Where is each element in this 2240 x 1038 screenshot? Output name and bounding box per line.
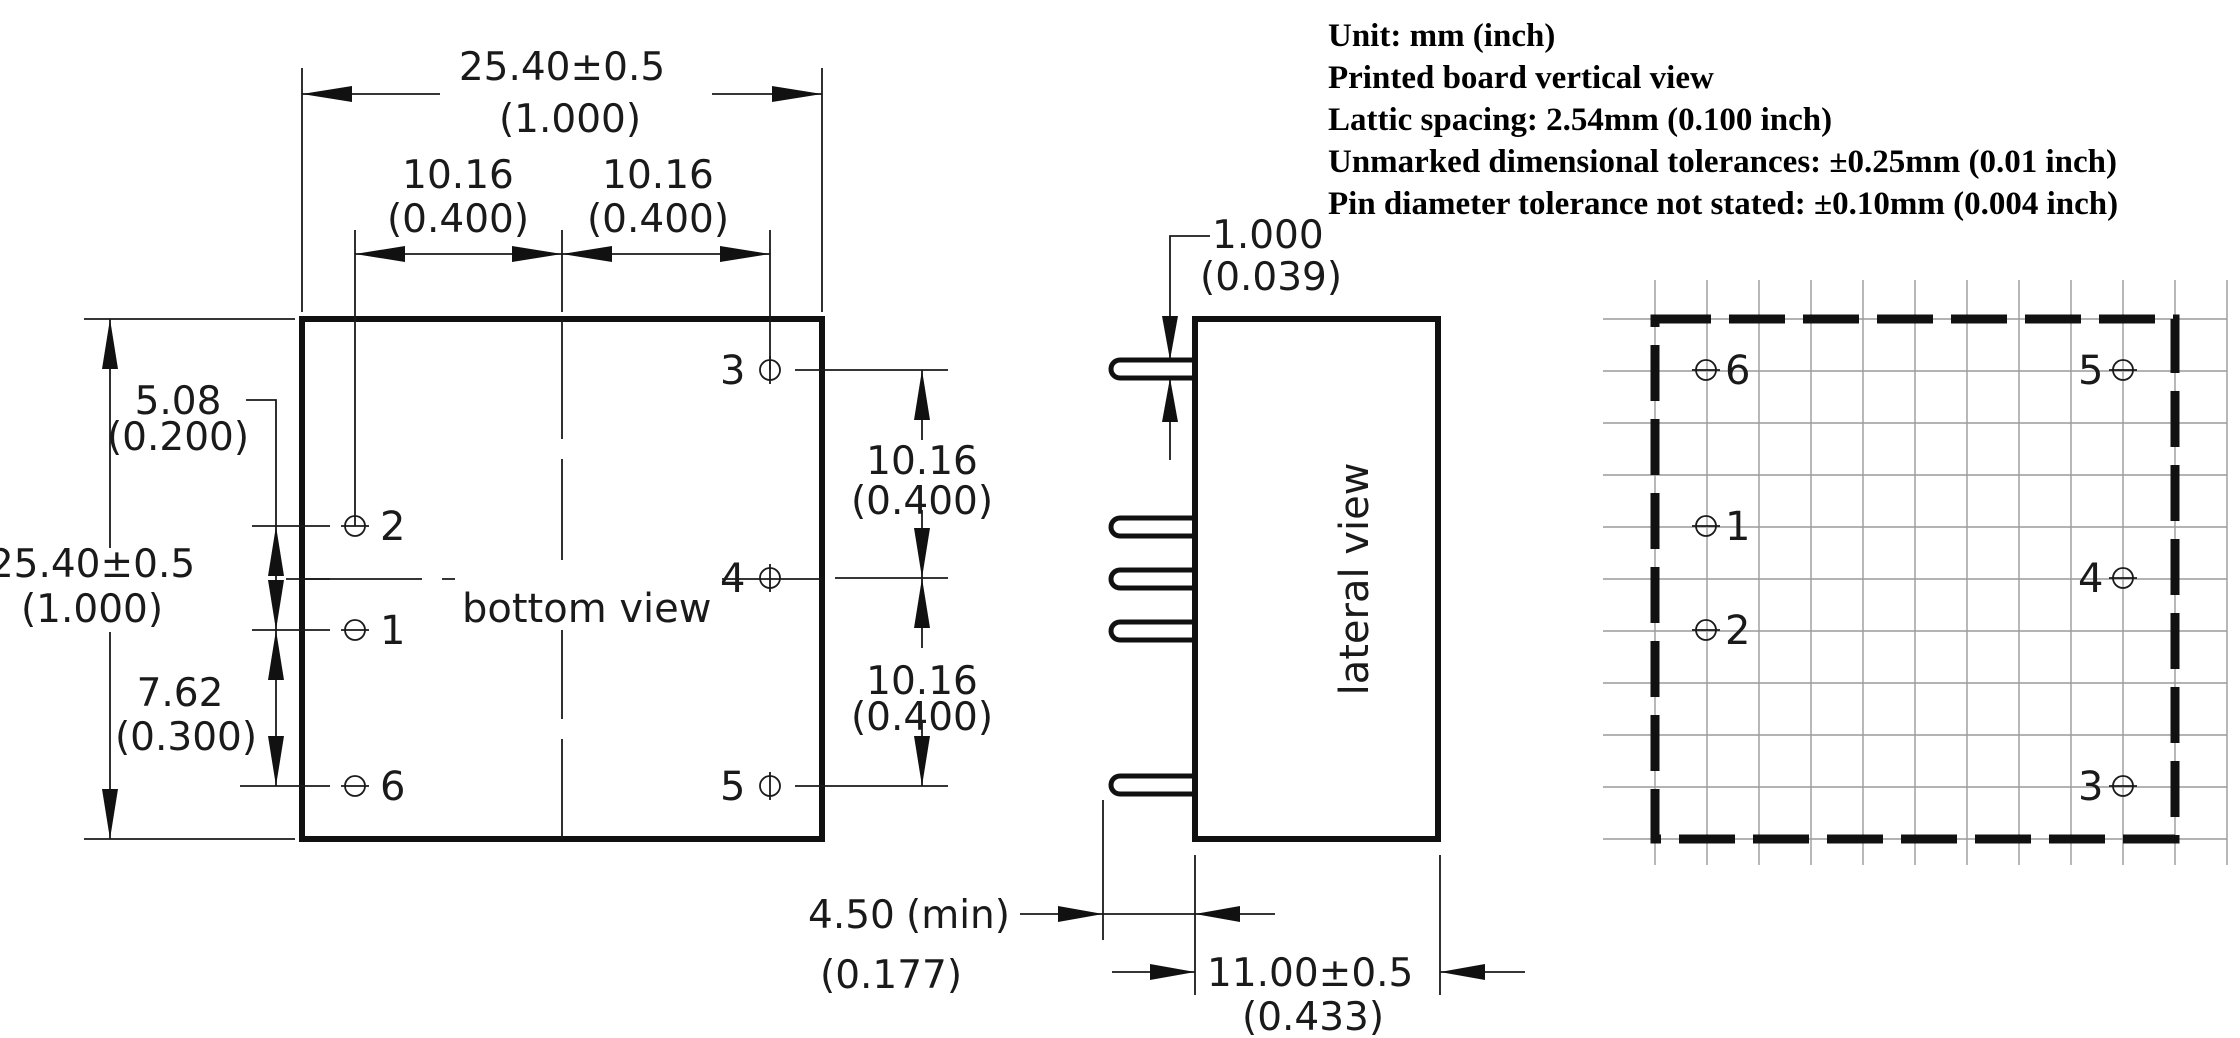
board-pin-4: 4 bbox=[2078, 556, 2137, 602]
pin-label: 4 bbox=[2078, 556, 2103, 602]
leader-line bbox=[246, 399, 277, 526]
arrow bbox=[1440, 964, 1485, 980]
pin-label: 3 bbox=[720, 348, 745, 394]
arrow bbox=[914, 528, 930, 578]
pin-3: 3 bbox=[720, 348, 781, 394]
bottom-view-label: bottom view bbox=[462, 586, 712, 632]
lateral-view-outline bbox=[1192, 316, 1441, 842]
dim-height-in: (1.000) bbox=[21, 587, 163, 632]
dim-width-in: (1.000) bbox=[499, 97, 641, 142]
dim-half-right-in: (0.400) bbox=[587, 197, 729, 242]
arrow bbox=[268, 580, 284, 630]
arrow bbox=[102, 319, 118, 369]
pin-leg bbox=[1108, 619, 1198, 643]
lateral-view: lateral view 1.000 (0.039) 4.50 (min) (0… bbox=[808, 213, 1525, 1038]
board-outline bbox=[1650, 314, 2180, 844]
pin-label: 2 bbox=[380, 504, 405, 550]
arrow bbox=[914, 370, 930, 420]
dim-pin-len-in: (0.177) bbox=[820, 953, 962, 998]
dim-half-left-in: (0.400) bbox=[387, 197, 529, 242]
dim-pin-len-suffix: (min) bbox=[906, 893, 1010, 938]
arrow bbox=[720, 246, 770, 262]
pin-label: 1 bbox=[380, 608, 405, 654]
arrow bbox=[1058, 906, 1103, 922]
bottom-view: bottom view 25.40±0.5 (1.000) 10.16 (0.4… bbox=[0, 45, 993, 842]
arrow bbox=[914, 578, 930, 628]
dim-pin-dia-mm: 1.000 bbox=[1212, 213, 1324, 258]
arrow bbox=[102, 789, 118, 839]
note-unit: Unit: mm (inch) bbox=[1328, 18, 1555, 54]
pin-leg bbox=[1108, 567, 1198, 591]
pin-leg bbox=[1108, 773, 1198, 797]
pin-label: 5 bbox=[720, 764, 745, 810]
dim-depth-in: (0.433) bbox=[1242, 995, 1384, 1038]
dim-height-mm: 25.40±0.5 bbox=[0, 542, 195, 587]
arrow bbox=[512, 246, 562, 262]
label-knockout bbox=[455, 560, 720, 630]
arrow bbox=[268, 526, 284, 576]
arrow bbox=[1162, 316, 1178, 360]
note-lattice: Lattic spacing: 2.54mm (0.100 inch) bbox=[1328, 102, 1832, 138]
dim-right-upper-in: (0.400) bbox=[851, 479, 993, 524]
dim-half-left-mm: 10.16 bbox=[402, 153, 514, 198]
pin-label: 5 bbox=[2078, 348, 2103, 394]
arrow bbox=[268, 630, 284, 680]
dim-depth-mm: 11.00±0.5 bbox=[1207, 951, 1413, 996]
dim-width-mm: 25.40±0.5 bbox=[459, 45, 665, 90]
dim-right-lower-in: (0.400) bbox=[851, 695, 993, 740]
pin-6: 6 bbox=[341, 764, 405, 810]
pin-label: 6 bbox=[1725, 348, 1750, 394]
board-pin-1: 1 bbox=[1692, 504, 1750, 550]
dim-pin-gap-small-mm: 5.08 bbox=[135, 379, 222, 424]
arrow bbox=[772, 86, 822, 102]
arrow bbox=[914, 736, 930, 786]
arrow bbox=[1150, 964, 1195, 980]
arrow bbox=[1195, 906, 1240, 922]
pin-leg bbox=[1108, 357, 1198, 381]
note-board-view: Printed board vertical view bbox=[1328, 60, 1714, 96]
dim-pin-gap-large-mm: 7.62 bbox=[137, 671, 224, 716]
note-unmarked-tolerance: Unmarked dimensional tolerances: ±0.25mm… bbox=[1328, 144, 2117, 180]
pin-4: 4 bbox=[720, 556, 781, 602]
dim-half-right-mm: 10.16 bbox=[602, 153, 714, 198]
pin-leg bbox=[1108, 515, 1198, 539]
pin-2: 2 bbox=[341, 504, 405, 550]
board-pin-6: 6 bbox=[1692, 348, 1750, 394]
arrow bbox=[302, 86, 352, 102]
notes-block: Unit: mm (inch) Printed board vertical v… bbox=[1328, 18, 2118, 222]
pin-label: 6 bbox=[380, 764, 405, 810]
pin-label: 1 bbox=[1725, 504, 1750, 550]
pin-5: 5 bbox=[720, 764, 781, 810]
dim-pin-len-mm: 4.50 bbox=[808, 893, 895, 938]
pin-1: 1 bbox=[341, 608, 405, 654]
dim-pin-gap-small-in: (0.200) bbox=[107, 415, 249, 460]
pin-label: 3 bbox=[2078, 764, 2103, 810]
arrow bbox=[1162, 378, 1178, 422]
board-view: 6 5 1 4 2 3 bbox=[1603, 280, 2228, 865]
arrow bbox=[355, 246, 405, 262]
dim-pin-dia-in: (0.039) bbox=[1200, 255, 1342, 300]
pin-label: 2 bbox=[1725, 608, 1750, 654]
board-pin-2: 2 bbox=[1692, 608, 1750, 654]
arrow bbox=[268, 736, 284, 786]
arrow bbox=[562, 246, 612, 262]
dim-pin-gap-large-in: (0.300) bbox=[115, 715, 257, 760]
board-pin-3: 3 bbox=[2078, 764, 2137, 810]
pin-label: 4 bbox=[720, 556, 745, 602]
dim-right-lower-mm: 10.16 bbox=[866, 659, 978, 704]
dim-right-upper-mm: 10.16 bbox=[866, 439, 978, 484]
board-pin-5: 5 bbox=[2078, 348, 2137, 394]
note-pin-tolerance: Pin diameter tolerance not stated: ±0.10… bbox=[1328, 186, 2118, 222]
lateral-view-label: lateral view bbox=[1332, 463, 1378, 696]
